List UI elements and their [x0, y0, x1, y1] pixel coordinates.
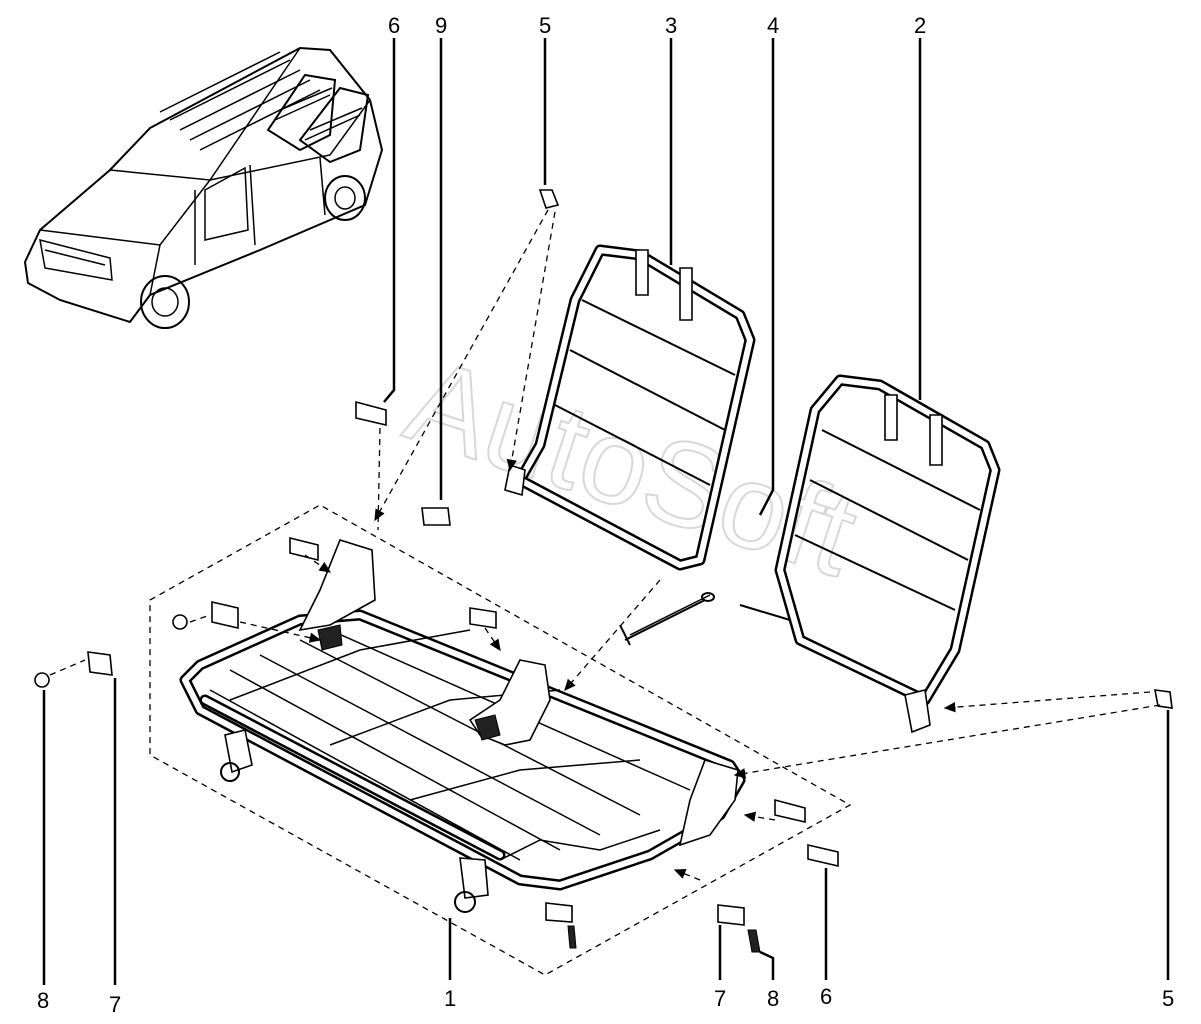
hardware-parts [34, 189, 1173, 953]
clip-9 [421, 507, 451, 526]
clip-6-upper [355, 400, 387, 427]
seat-assembly-outline [149, 504, 852, 976]
callout-5-right: 5 [1162, 986, 1174, 1011]
clip-7-bottom-a [545, 902, 573, 923]
clip-7-upper [211, 600, 239, 630]
vehicle-thumbnail [23, 46, 384, 329]
bolt-5-right [1154, 689, 1173, 709]
callout-7-bottom: 7 [714, 986, 726, 1011]
leader-lines [42, 38, 1170, 985]
callout-2: 2 [914, 13, 926, 38]
screw-8-left [34, 672, 50, 688]
screw-8-bottom-b [747, 929, 761, 953]
clip-6-lower-right-b [807, 843, 839, 868]
screw-8-bottom-a [567, 925, 577, 949]
callout-6-top: 6 [388, 13, 400, 38]
clip-7-left [87, 651, 113, 676]
callout-3: 3 [665, 13, 677, 38]
clip-6-lower-right-a [774, 798, 806, 824]
callout-4: 4 [767, 13, 779, 38]
seat-back-frame-right [774, 374, 1001, 734]
callout-9: 9 [435, 13, 447, 38]
callout-1: 1 [444, 986, 456, 1011]
clip-7-mid [469, 607, 497, 629]
pivot-rod [619, 592, 791, 646]
callout-8-left: 8 [37, 988, 49, 1013]
assembly-guides [49, 209, 1161, 881]
bolt-5-top [538, 189, 560, 209]
screw-8-upper [172, 614, 188, 630]
clip-6-mid [289, 536, 319, 562]
seat-base-frame [179, 539, 746, 913]
callout-7-left: 7 [109, 992, 121, 1017]
callout-8-bottom: 8 [767, 986, 779, 1011]
seat-back-frame-left [504, 244, 756, 571]
callout-6-bottom: 6 [820, 984, 832, 1009]
clip-7-bottom-b [717, 904, 745, 926]
callout-5-top: 5 [539, 13, 551, 38]
